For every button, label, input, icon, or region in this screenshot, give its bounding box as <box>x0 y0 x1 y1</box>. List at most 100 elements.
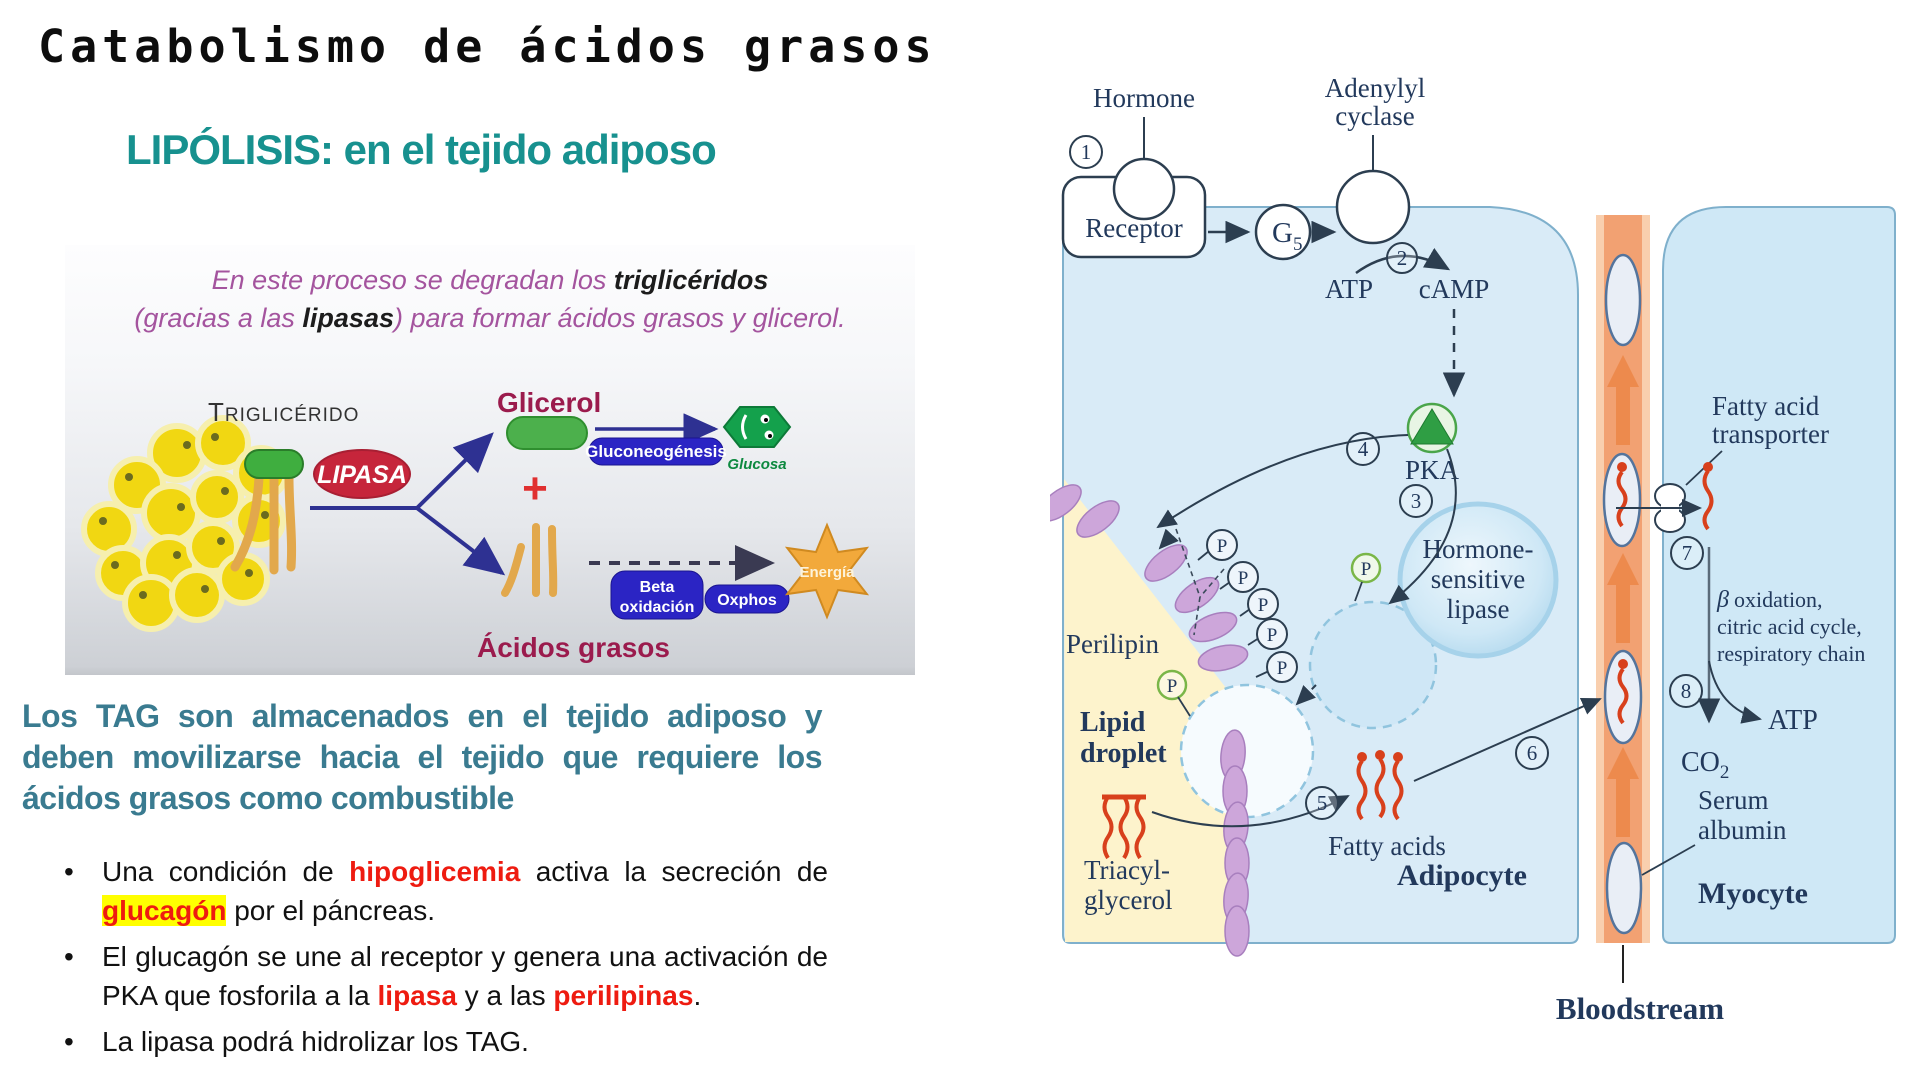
triacylglycerol-label: Triacyl- <box>1084 855 1170 885</box>
adipocyte-label: Adipocyte <box>1397 859 1527 892</box>
fa-export-arrow <box>1413 698 1602 782</box>
perilipin-coat <box>1050 484 1250 957</box>
phosphate-green-icon: P <box>1350 552 1382 602</box>
svg-text:oxidación: oxidación <box>620 599 695 616</box>
figure-intro-line1: En este proceso se degradan los triglicé… <box>211 265 769 295</box>
svg-text:glycerol: glycerol <box>1084 885 1172 915</box>
step-1-circle <box>1069 135 1103 169</box>
flow-arrow-icon <box>1607 553 1639 643</box>
svg-text:Gluconeogénesis: Gluconeogénesis <box>585 442 727 461</box>
key-statement: Los TAG son almacenados en el tejido adi… <box>22 698 823 816</box>
lipolysis-figure: En este proceso se degradan los triglicé… <box>65 245 915 675</box>
step-6-circle <box>1515 736 1549 770</box>
phosphate-icon <box>1256 618 1288 650</box>
flow-arrow-icon <box>1607 747 1639 837</box>
svg-text:G5: G5 <box>1272 217 1302 255</box>
energy-star-icon: Energía <box>784 522 870 620</box>
myocyte-fatty-acid-icon <box>1702 462 1714 531</box>
list-item: • Una condición de hipoglicemia activa l… <box>58 852 828 930</box>
step-5-circle <box>1305 786 1339 820</box>
phosphate-icon <box>1247 588 1279 620</box>
serum-albumin-icon <box>1603 649 1643 745</box>
bullet-dot: • <box>64 941 74 972</box>
svg-text:8: 8 <box>1681 679 1692 703</box>
hsl-move-arrow <box>1295 684 1317 706</box>
svg-text:Beta: Beta <box>640 579 675 596</box>
bound-fatty-acid-icon <box>1617 667 1629 725</box>
glycerol-capsule-icon <box>506 416 588 450</box>
fatty-acid-tails-icon <box>501 523 558 597</box>
svg-text:P: P <box>1277 658 1288 679</box>
svg-text:lipase: lipase <box>1447 594 1510 624</box>
fatty-acids-icon <box>1356 750 1404 821</box>
beta-oxidation-badge: Beta oxidación <box>610 570 704 620</box>
fa-transporter-icon <box>1654 483 1686 533</box>
hormone-ball-icon <box>1112 157 1176 221</box>
camp-label: cAMP <box>1419 274 1490 304</box>
svg-text:LIPASA: LIPASA <box>317 461 407 489</box>
list-item: • El glucagón se une al receptor y gener… <box>58 937 828 1015</box>
fa-transporter-label: Fatty acid <box>1712 391 1820 421</box>
triglyceride-label: TRIGLICÉRIDO <box>208 397 359 427</box>
svg-text:7: 7 <box>1682 541 1693 565</box>
svg-text:P: P <box>1238 568 1249 589</box>
myocyte-label: Myocyte <box>1698 877 1808 910</box>
flow-arrow-icon <box>1607 355 1639 445</box>
step-2-circle <box>1386 242 1418 274</box>
bound-fatty-acid-icon <box>1616 470 1628 528</box>
svg-text:Energía: Energía <box>799 564 855 581</box>
svg-text:Oxphos: Oxphos <box>717 592 777 609</box>
phosphate-icon <box>1227 561 1259 593</box>
pka-perilipin-arrow <box>1156 434 1409 529</box>
perilipin-phosphates: P P P P P P <box>1156 529 1298 717</box>
svg-text:citric acid cycle,: citric acid cycle, <box>1717 614 1862 639</box>
serum-albumin-icon <box>1604 253 1642 347</box>
svg-text:P: P <box>1267 625 1278 646</box>
fatty-acids-label: Fatty acids <box>1328 831 1446 861</box>
svg-text:4: 4 <box>1358 437 1369 461</box>
svg-text:Adenylyl: Adenylyl <box>1325 73 1426 103</box>
branch-arrows <box>310 432 506 576</box>
step-8-circle <box>1669 674 1703 708</box>
atp-product-label: ATP <box>1768 705 1818 736</box>
lipid-droplet-label: Lipid <box>1080 707 1146 738</box>
svg-text:sensitive: sensitive <box>1431 564 1526 594</box>
phosphate-green-icon <box>1156 669 1188 701</box>
svg-text:2: 2 <box>1397 246 1408 270</box>
figure-intro-text: En este proceso se degradan los triglicé… <box>65 261 915 337</box>
pka-hsl-arrow <box>1388 448 1457 605</box>
lipase-badge: LIPASA <box>313 449 411 499</box>
bullet-list: • Una condición de hipoglicemia activa l… <box>58 852 828 1068</box>
svg-text:droplet: droplet <box>1080 738 1167 769</box>
co2-label: CO2 <box>1681 747 1729 783</box>
bullet-dot: • <box>64 856 74 887</box>
atp-label: ATP <box>1325 274 1373 304</box>
bullet-dot: • <box>64 1026 74 1057</box>
lipolysis-diagram: TRIGLICÉRIDO LIPASA Glicerol <box>81 387 870 663</box>
step-7-circle <box>1670 536 1704 570</box>
svg-text:3: 3 <box>1411 489 1422 513</box>
atp-branch-arrow <box>1708 660 1762 724</box>
oxphos-badge: Oxphos <box>704 584 790 614</box>
svg-text:transporter: transporter <box>1712 419 1829 449</box>
svg-text:Glucosa: Glucosa <box>727 456 786 473</box>
section-subtitle: LIPÓLISIS: en el tejido adiposo <box>126 126 717 173</box>
plus-sign: + <box>522 464 548 513</box>
step-3-circle <box>1399 484 1433 518</box>
serum-albumin-icon <box>1602 452 1642 548</box>
glycerol-label: Glicerol <box>497 387 601 418</box>
serum-albumin-label: Serum <box>1698 785 1769 815</box>
glucose-icon: Glucosa <box>722 406 792 473</box>
svg-text:respiratory chain: respiratory chain <box>1717 641 1865 666</box>
page-title: Catabolismo de ácidos grasos <box>38 20 937 73</box>
g-protein-icon: G5 <box>1254 203 1312 261</box>
pka-icon <box>1406 402 1458 454</box>
triglyceride-molecule-icon <box>230 449 304 575</box>
bloodstream-vessel <box>1596 215 1650 943</box>
svg-text:6: 6 <box>1527 741 1538 765</box>
svg-text:5: 5 <box>1317 791 1328 815</box>
receptor-label: Receptor <box>1085 213 1182 243</box>
camp-synthesis-arrow <box>1355 247 1451 275</box>
